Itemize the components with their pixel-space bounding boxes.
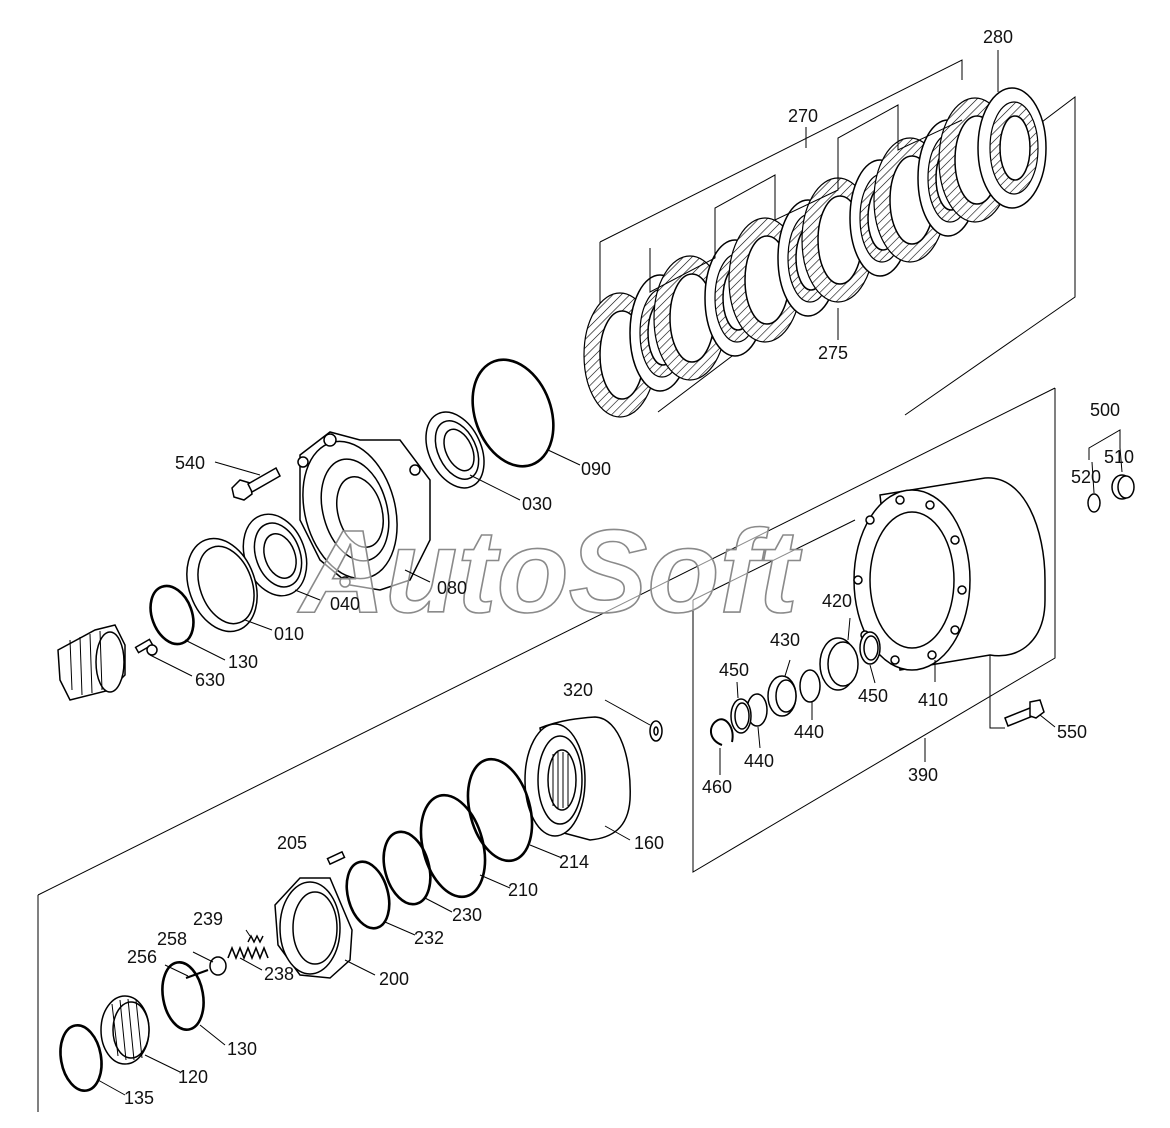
part-label-205: 205 [277,833,307,853]
ring-440-right [799,669,821,703]
ring-450-left [730,698,752,734]
part-label-630: 630 [195,670,225,690]
spring-238 [227,945,269,961]
watermark: AutoSoft [297,506,803,638]
washer-320 [649,720,663,742]
leader-lines [97,50,1123,1096]
o-ring-210 [419,793,487,899]
o-ring-130-lower [161,961,205,1031]
part-label-500: 500 [1090,400,1120,420]
part-label-230: 230 [452,905,482,925]
part-labels: 280 270 275 090 030 540 080 040 010 130 … [124,27,1134,1108]
part-label-450-left: 450 [719,660,749,680]
part-label-280: 280 [983,27,1013,47]
part-label-238: 238 [264,964,294,984]
part-label-120: 120 [178,1067,208,1087]
part-label-030: 030 [522,494,552,514]
part-label-320: 320 [563,680,593,700]
part-label-256: 256 [127,947,157,967]
part-label-160: 160 [634,833,664,853]
o-ring-090 [471,358,555,468]
part-label-450-right: 450 [858,686,888,706]
bolt-550 [1004,699,1045,727]
ring-450-right [859,631,881,665]
drum-410 [853,477,1046,671]
gear-420 [819,637,859,691]
disc-pack [583,87,1047,418]
pin-205 [326,850,346,866]
part-label-540: 540 [175,453,205,473]
screw-630 [134,638,158,656]
part-label-239: 239 [193,909,223,929]
part-label-270: 270 [788,106,818,126]
part-label-010: 010 [274,624,304,644]
o-ring-214 [466,757,534,863]
ring-520 [1087,493,1101,513]
part-label-550: 550 [1057,722,1087,742]
part-label-460: 460 [702,777,732,797]
part-label-390: 390 [908,765,938,785]
part-label-090: 090 [581,459,611,479]
seal-010 [186,537,258,633]
part-label-430: 430 [770,630,800,650]
o-ring-130-upper [149,584,195,646]
housing-080 [297,431,431,591]
bearing-030 [425,411,485,489]
part-label-410: 410 [918,690,948,710]
part-label-200: 200 [379,969,409,989]
plug-510 [1111,474,1135,500]
part-label-210: 210 [508,880,538,900]
part-label-258: 258 [157,929,187,949]
gear-120 [100,995,150,1065]
spring-239 [247,934,264,944]
snap-ring-460 [710,718,734,746]
part-label-275: 275 [818,343,848,363]
bearing-040 [242,513,308,597]
o-ring-232 [345,860,391,930]
part-label-214: 214 [559,852,589,872]
end-plate [977,87,1047,209]
bolt-540 [231,466,281,501]
part-label-440-right: 440 [794,722,824,742]
pin-258 [209,956,227,976]
part-label-232: 232 [414,928,444,948]
part-label-130-upper: 130 [228,652,258,672]
part-label-130-lower: 130 [227,1039,257,1059]
part-label-135: 135 [124,1088,154,1108]
piston-200 [274,877,353,979]
o-ring-230 [382,830,432,906]
hub-shaft [57,624,126,701]
part-label-440-left: 440 [744,751,774,771]
o-ring-135 [59,1024,103,1092]
part-label-510: 510 [1104,447,1134,467]
part-label-080: 080 [437,578,467,598]
carrier-160 [524,716,631,841]
gear-430 [767,675,797,717]
part-label-520: 520 [1071,467,1101,487]
part-label-040: 040 [330,594,360,614]
part-label-420: 420 [822,591,852,611]
